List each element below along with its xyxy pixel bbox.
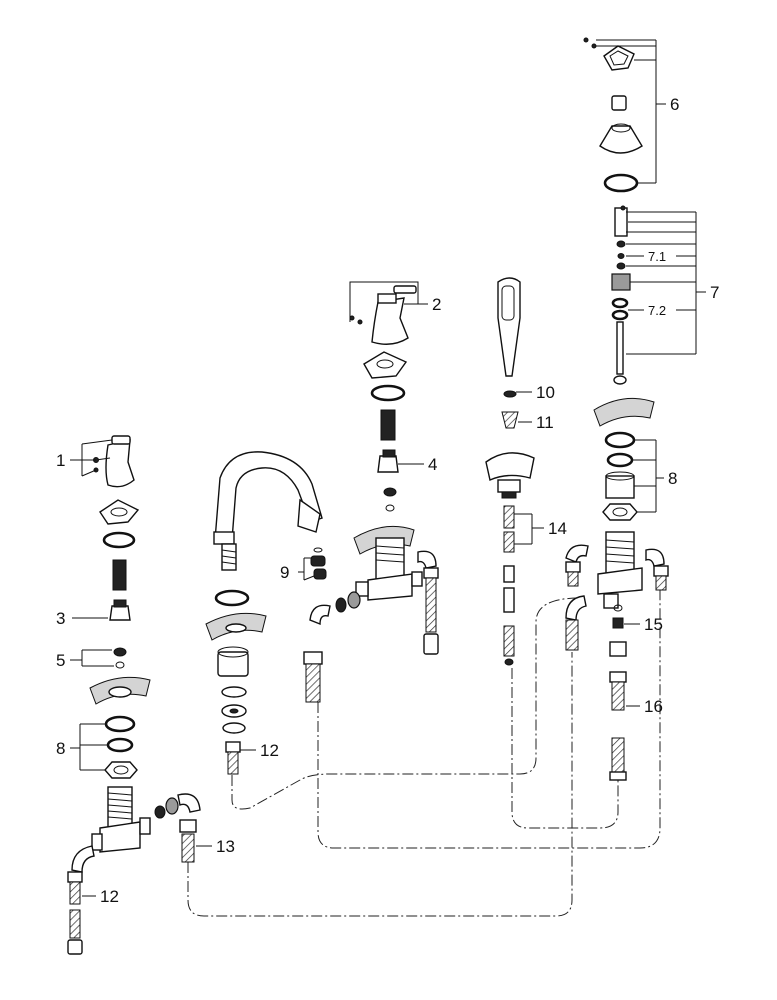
center-valve-assembly <box>303 285 439 703</box>
callout-8-right: 8 <box>668 469 677 488</box>
callout-12-spout: 12 <box>260 741 279 760</box>
callout-13: 13 <box>216 837 235 856</box>
callout-labels: 1 2 3 4 5 6 7 7.1 7.2 8 8 9 10 11 12 12 … <box>56 95 719 906</box>
callout-10: 10 <box>536 383 555 402</box>
callout-7-1: 7.1 <box>648 249 666 264</box>
callout-12-left: 12 <box>100 887 119 906</box>
callout-14: 14 <box>548 519 567 538</box>
callout-16: 16 <box>644 697 663 716</box>
callout-7-2: 7.2 <box>648 303 666 318</box>
leader-lines <box>70 39 706 897</box>
callout-2: 2 <box>432 295 441 314</box>
spout-assembly <box>205 451 327 775</box>
hand-shower-assembly <box>485 277 535 666</box>
callout-4: 4 <box>428 455 437 474</box>
callout-1: 1 <box>56 451 65 470</box>
callout-15: 15 <box>644 615 663 634</box>
callout-6: 6 <box>670 95 679 114</box>
callout-9: 9 <box>280 563 289 582</box>
callout-8-left: 8 <box>56 739 65 758</box>
diverter-assembly <box>565 37 669 781</box>
hose-routing-lines <box>187 580 661 917</box>
callout-5: 5 <box>56 651 65 670</box>
callout-7: 7 <box>710 283 719 302</box>
callout-11: 11 <box>536 413 554 432</box>
callout-3: 3 <box>56 609 65 628</box>
left-valve-assembly <box>67 435 201 955</box>
